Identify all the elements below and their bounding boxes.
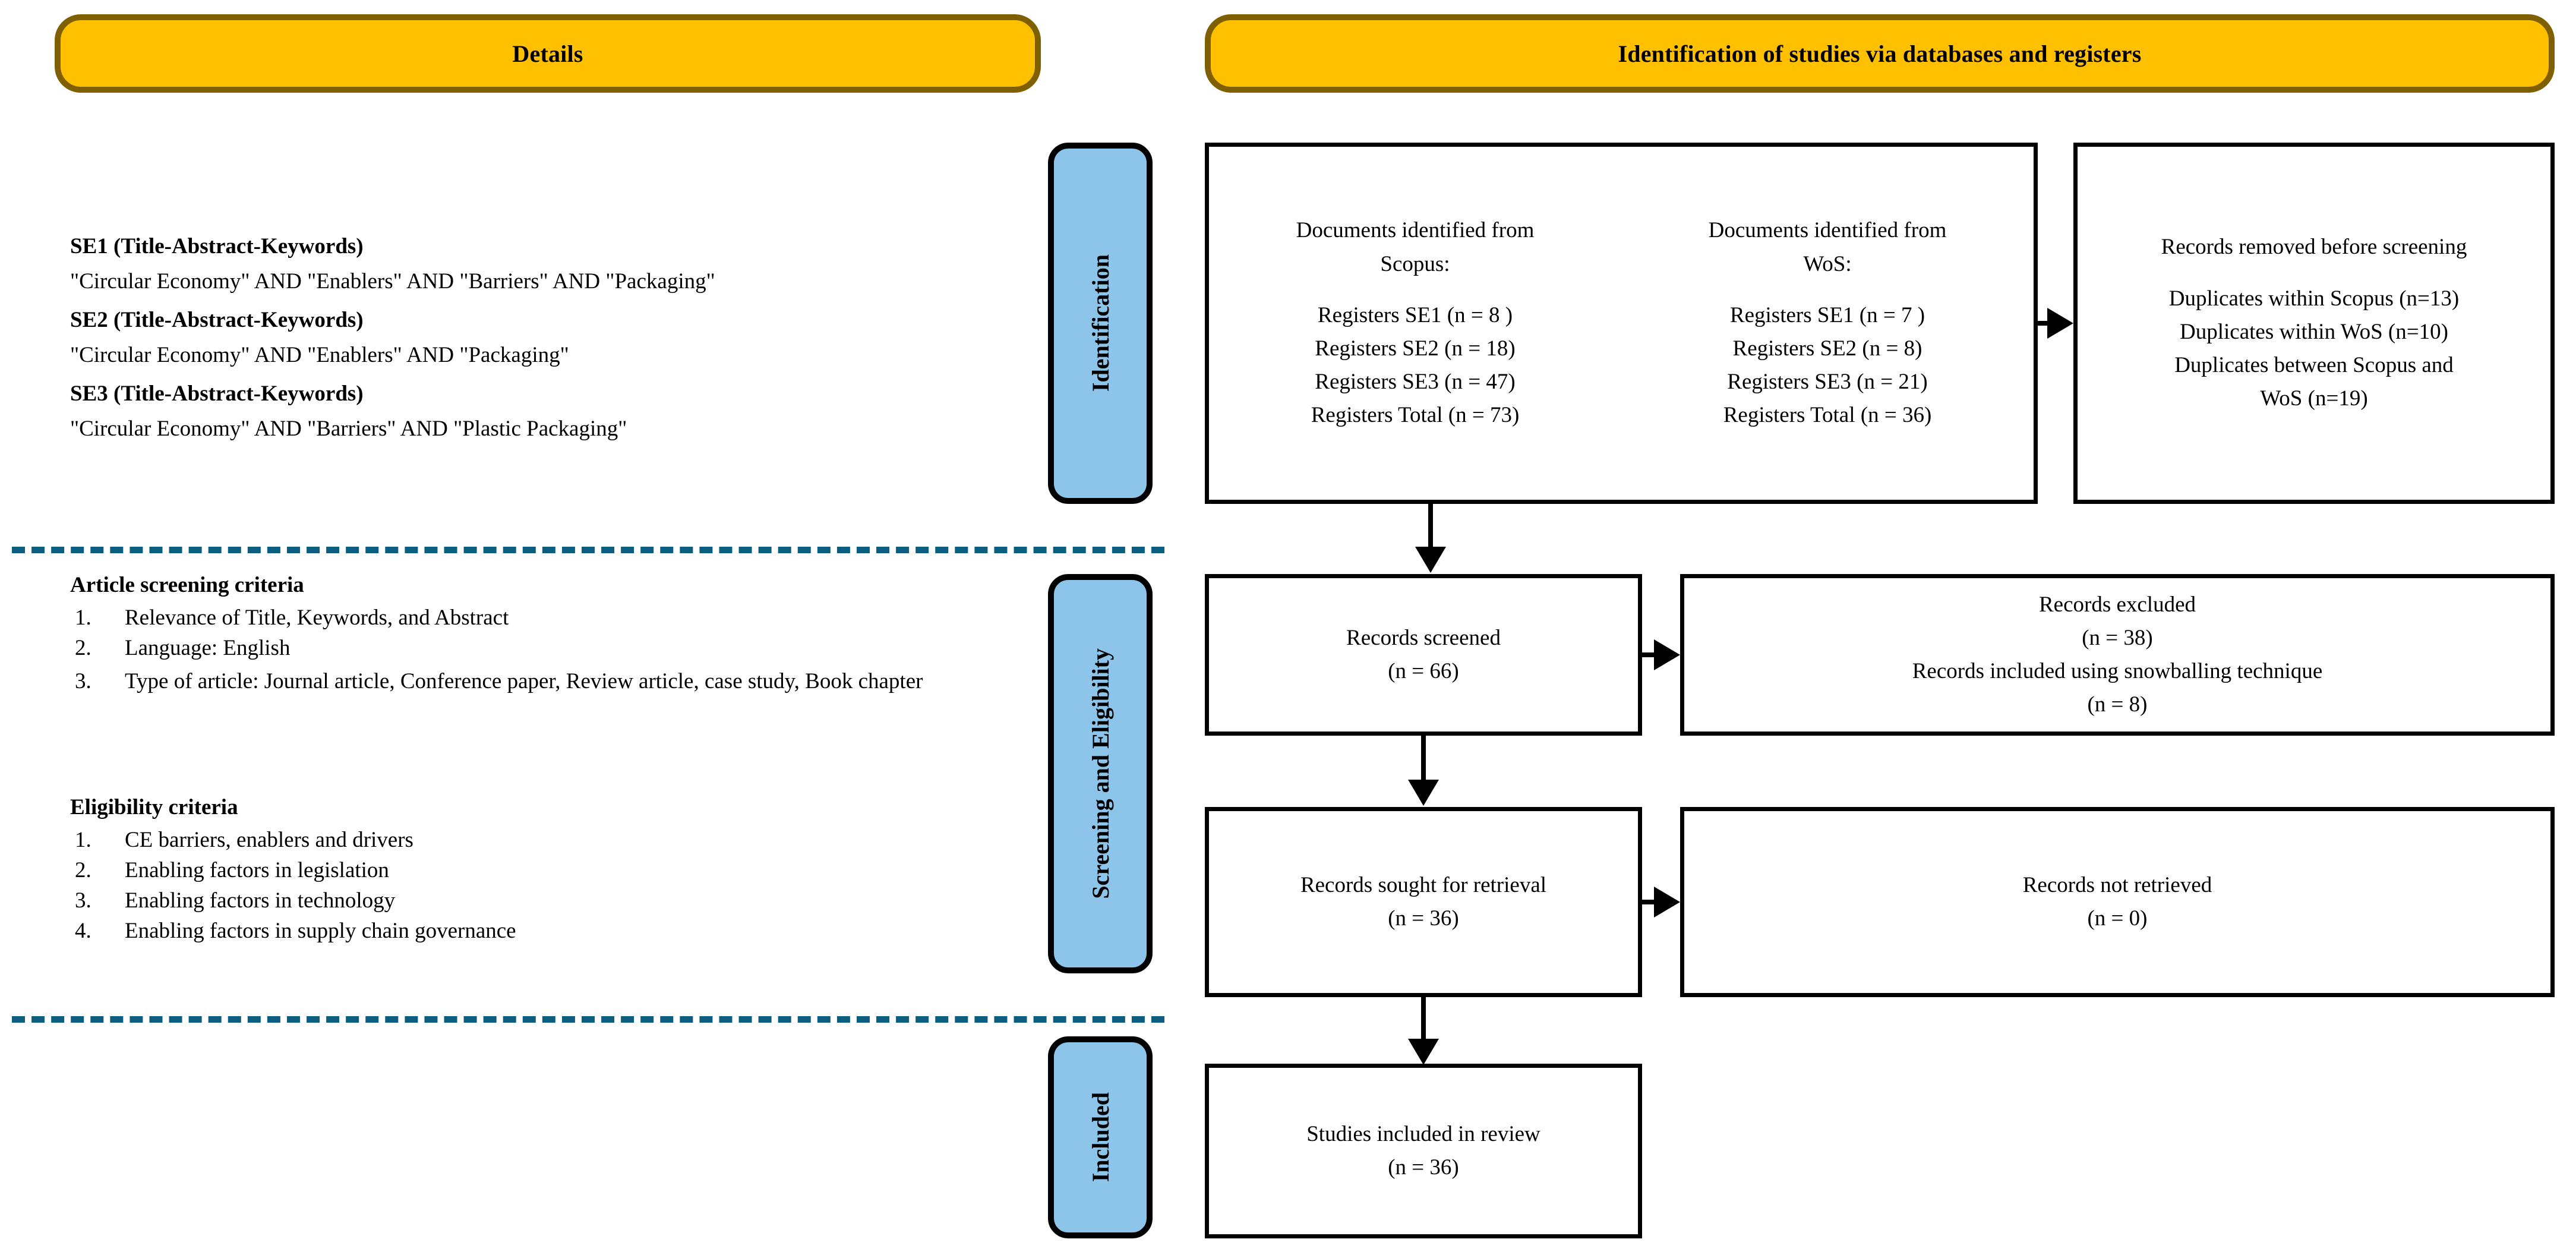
box-documents-identified-scopus: Documents identified from Scopus: Regist… — [1209, 214, 1621, 432]
search-string-3-heading: SE3 (Title-Abstract-Keywords) — [70, 382, 364, 406]
wos-title-line1: Documents identified from — [1708, 218, 1947, 243]
not-retrieved-line2: (n = 0) — [2087, 906, 2148, 931]
wos-title-line2: WoS: — [1803, 251, 1852, 276]
box-records-removed: Records removed before screening Duplica… — [2073, 143, 2555, 504]
list-item: 4. Enabling factors in supply chain gove… — [70, 920, 1033, 942]
search-string-2-query: "Circular Economy" AND "Enablers" AND "P… — [70, 343, 569, 367]
box-records-screened: Records screened (n = 66) — [1205, 574, 1642, 736]
list-number: 3. — [75, 669, 91, 693]
connector-screened-to-sought — [1421, 736, 1426, 790]
box-documents-identified-wos: Documents identified from WoS: Registers… — [1621, 214, 2034, 432]
details-eligibility-criteria: Eligibility criteria 1. CE barriers, ena… — [70, 796, 1033, 942]
eligibility-criteria-heading: Eligibility criteria — [70, 795, 238, 819]
list-number: 2. — [75, 858, 91, 882]
details-search-strings: SE1 (Title-Abstract-Keywords) "Circular … — [70, 235, 1033, 440]
screening-criteria-heading: Article screening criteria — [70, 573, 304, 597]
excluded-line4: (n = 8) — [2087, 692, 2148, 717]
included-line1: Studies included in review — [1306, 1121, 1540, 1146]
removed-title: Records removed before screening — [2161, 235, 2467, 260]
list-number: 4. — [75, 919, 91, 943]
list-text: Relevance of Title, Keywords, and Abstra… — [125, 606, 509, 630]
sought-line1: Records sought for retrieval — [1300, 872, 1547, 897]
removed-row-wos: Duplicates within WoS (n=10) — [2180, 319, 2448, 344]
screened-line1: Records screened — [1346, 625, 1501, 650]
connector-sought-to-included — [1421, 997, 1426, 1049]
box-records-excluded: Records excluded (n = 38) Records includ… — [1680, 574, 2555, 736]
details-screening-criteria: Article screening criteria 1. Relevance … — [70, 574, 1033, 695]
removed-row-between-2: WoS (n=19) — [2260, 386, 2368, 411]
search-string-3-query: "Circular Economy" AND "Barriers" AND "P… — [70, 417, 627, 441]
list-text: Enabling factors in technology — [125, 888, 396, 913]
box-documents-identified: Documents identified from Scopus: Regist… — [1205, 143, 2038, 504]
divider-screening-included — [12, 1016, 1164, 1023]
sought-line2: (n = 36) — [1388, 906, 1459, 931]
scopus-title-line2: Scopus: — [1380, 251, 1450, 276]
list-text: Type of article: Journal article, Confer… — [125, 669, 923, 693]
connector-identified-to-screened — [1428, 504, 1433, 556]
box-records-sought: Records sought for retrieval (n = 36) — [1205, 807, 1642, 997]
box-records-not-retrieved: Records not retrieved (n = 0) — [1680, 807, 2555, 997]
list-item: 2. Enabling factors in legislation — [70, 859, 1033, 881]
divider-identification-screening — [12, 547, 1164, 553]
details-header: Details — [55, 14, 1041, 93]
list-item: 2. Language: English — [70, 637, 1033, 659]
excluded-line3: Records included using snowballing techn… — [1912, 659, 2323, 683]
arrow-screened-to-excluded — [1654, 639, 1680, 670]
arrow-screened-to-sought — [1408, 780, 1439, 806]
list-number: 1. — [75, 828, 91, 852]
wos-row-total: Registers Total (n = 36) — [1723, 403, 1932, 428]
scopus-row-total: Registers Total (n = 73) — [1311, 403, 1520, 428]
removed-row-between-1: Duplicates between Scopus and — [2174, 353, 2454, 378]
not-retrieved-line1: Records not retrieved — [2022, 872, 2212, 897]
excluded-line2: (n = 38) — [2082, 625, 2153, 650]
list-item: 1. CE barriers, enablers and drivers — [70, 829, 1033, 851]
wos-row-se1: Registers SE1 (n = 7 ) — [1729, 302, 1925, 327]
search-string-1: SE1 (Title-Abstract-Keywords) "Circular … — [70, 235, 1033, 292]
search-string-1-heading: SE1 (Title-Abstract-Keywords) — [70, 234, 364, 258]
removed-row-scopus: Duplicates within Scopus (n=13) — [2168, 286, 2460, 311]
list-item: 1. Relevance of Title, Keywords, and Abs… — [70, 607, 1033, 629]
list-number: 3. — [75, 888, 91, 913]
wos-row-se2: Registers SE2 (n = 8) — [1732, 336, 1922, 361]
search-string-2-heading: SE2 (Title-Abstract-Keywords) — [70, 308, 364, 332]
list-number: 2. — [75, 636, 91, 660]
list-text: Language: English — [125, 636, 291, 660]
list-text: Enabling factors in legislation — [125, 858, 389, 882]
screening-criteria-list: 1. Relevance of Title, Keywords, and Abs… — [70, 607, 1033, 695]
list-text: CE barriers, enablers and drivers — [125, 828, 413, 852]
scopus-row-se2: Registers SE2 (n = 18) — [1315, 336, 1516, 361]
stage-tab-identification-label: Identification — [1087, 254, 1114, 392]
arrow-sought-to-not-retrieved — [1654, 887, 1680, 918]
details-header-label: Details — [512, 40, 583, 67]
list-number: 1. — [75, 606, 91, 630]
list-text: Enabling factors in supply chain governa… — [125, 919, 516, 943]
identification-header-label: Identification of studies via databases … — [1618, 40, 2142, 67]
list-item: 3. Type of article: Journal article, Con… — [70, 667, 1033, 695]
list-item: 3. Enabling factors in technology — [70, 890, 1033, 912]
box-studies-included: Studies included in review (n = 36) — [1205, 1064, 1642, 1238]
identification-header: Identification of studies via databases … — [1205, 14, 2555, 93]
search-string-1-query: "Circular Economy" AND "Enablers" AND "B… — [70, 269, 715, 294]
stage-tab-screening-label: Screening and Eligibility — [1087, 648, 1114, 899]
stage-tab-screening: Screening and Eligibility — [1048, 574, 1153, 973]
screened-line2: (n = 66) — [1388, 659, 1459, 683]
stage-tab-included: Included — [1048, 1036, 1153, 1238]
scopus-title-line1: Documents identified from — [1296, 218, 1535, 243]
excluded-line1: Records excluded — [2038, 592, 2196, 617]
arrow-identified-to-screened — [1415, 547, 1446, 573]
search-string-3: SE3 (Title-Abstract-Keywords) "Circular … — [70, 383, 1033, 440]
eligibility-criteria-list: 1. CE barriers, enablers and drivers 2. … — [70, 829, 1033, 942]
arrow-sought-to-included — [1408, 1039, 1439, 1065]
scopus-row-se3: Registers SE3 (n = 47) — [1315, 370, 1516, 395]
scopus-row-se1: Registers SE1 (n = 8 ) — [1317, 302, 1513, 327]
stage-tab-included-label: Included — [1087, 1092, 1114, 1183]
arrow-identified-to-removed — [2047, 308, 2073, 339]
stage-tab-identification: Identification — [1048, 143, 1153, 504]
search-string-2: SE2 (Title-Abstract-Keywords) "Circular … — [70, 309, 1033, 366]
wos-row-se3: Registers SE3 (n = 21) — [1727, 370, 1928, 395]
included-line2: (n = 36) — [1388, 1155, 1459, 1180]
